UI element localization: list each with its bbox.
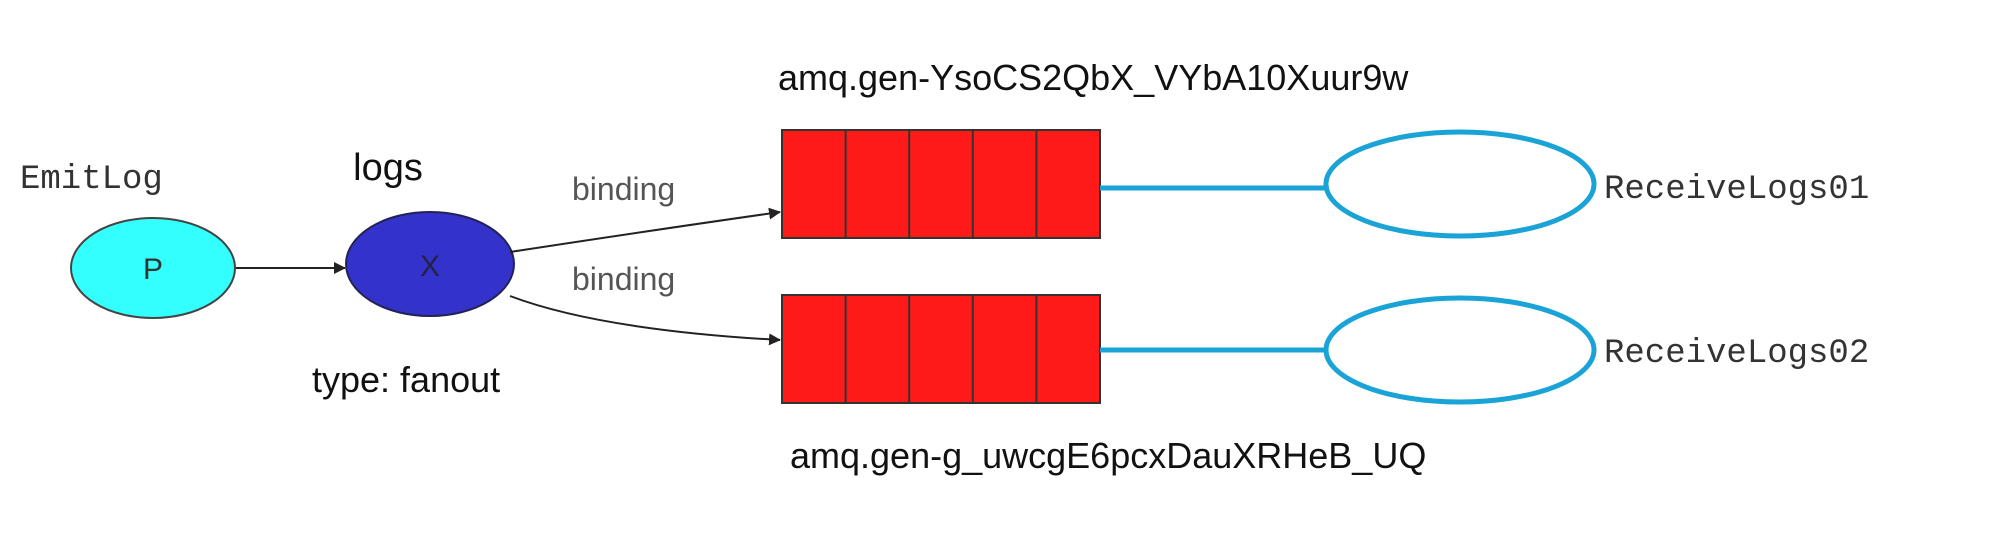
producer-symbol: P [143,253,163,286]
queue-1-body [781,129,1101,239]
queue-1-name: amq.gen-YsoCS2QbX_VYbA10Xuur9w [778,57,1409,98]
exchange-node: X [345,211,515,317]
queue-1 [781,129,1101,239]
producer-node: P [70,217,236,319]
exchange-type-label: type: fanout [312,359,500,400]
queue-2 [781,294,1101,404]
binding-arrow-1 [509,207,781,253]
consumer-1-label: ReceiveLogs01 [1604,171,1869,209]
binding-label-1: binding [572,171,675,207]
binding-label-2: binding [572,261,675,297]
queue-2-name: amq.gen-g_uwcgE6pcxDauXRHeB_UQ [790,435,1426,476]
binding-arrow-2 [509,295,781,346]
consumer-2-ellipse [1323,295,1597,405]
consumer-2-label: ReceiveLogs02 [1604,335,1869,373]
exchange-ellipse [345,211,515,317]
producer-title: EmitLog [20,161,163,199]
queue-2-body [781,294,1101,404]
exchange-title: logs [353,147,423,189]
producer-ellipse [70,217,236,319]
exchange-symbol: X [420,250,440,283]
consumer-1-ellipse [1323,129,1597,239]
